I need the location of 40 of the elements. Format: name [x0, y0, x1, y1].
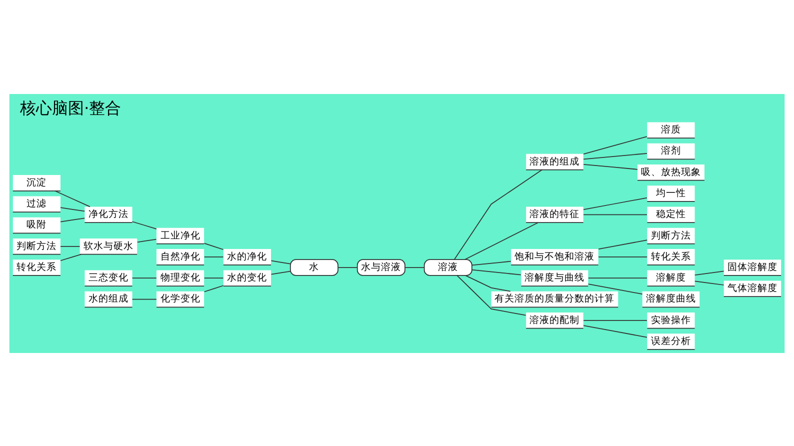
connector [204, 256, 224, 257]
connector [54, 190, 90, 207]
connector [583, 319, 648, 320]
connector [60, 245, 80, 246]
connector [338, 266, 358, 268]
node-box: 水 [290, 258, 338, 276]
connector [454, 168, 542, 260]
connector [204, 242, 224, 250]
connector [694, 280, 724, 285]
connector [583, 136, 648, 154]
connector [132, 277, 157, 278]
connector [137, 238, 157, 242]
connector [598, 239, 648, 249]
connector [588, 283, 643, 294]
connector [694, 270, 724, 275]
connector [204, 284, 224, 292]
connector [583, 196, 648, 210]
connector [60, 217, 86, 222]
connector [472, 260, 512, 266]
connector [472, 268, 522, 275]
node-box: 水与溶液 [356, 258, 406, 276]
connector [60, 206, 86, 212]
connector [464, 222, 539, 260]
connector [583, 214, 648, 215]
connector [204, 277, 224, 278]
diagram-title: 核心脑图·整合 [20, 98, 122, 118]
connector [598, 256, 648, 257]
connector [583, 324, 648, 338]
connector [132, 298, 157, 300]
connector [404, 266, 425, 268]
connector [60, 253, 82, 261]
connector [583, 152, 648, 160]
connector [465, 274, 511, 292]
connector [270, 260, 291, 264]
connector [270, 270, 291, 274]
node-box: 溶液 [424, 258, 472, 276]
connector [588, 277, 648, 278]
connector [583, 163, 638, 170]
connector [456, 274, 526, 316]
connector [132, 220, 157, 229]
